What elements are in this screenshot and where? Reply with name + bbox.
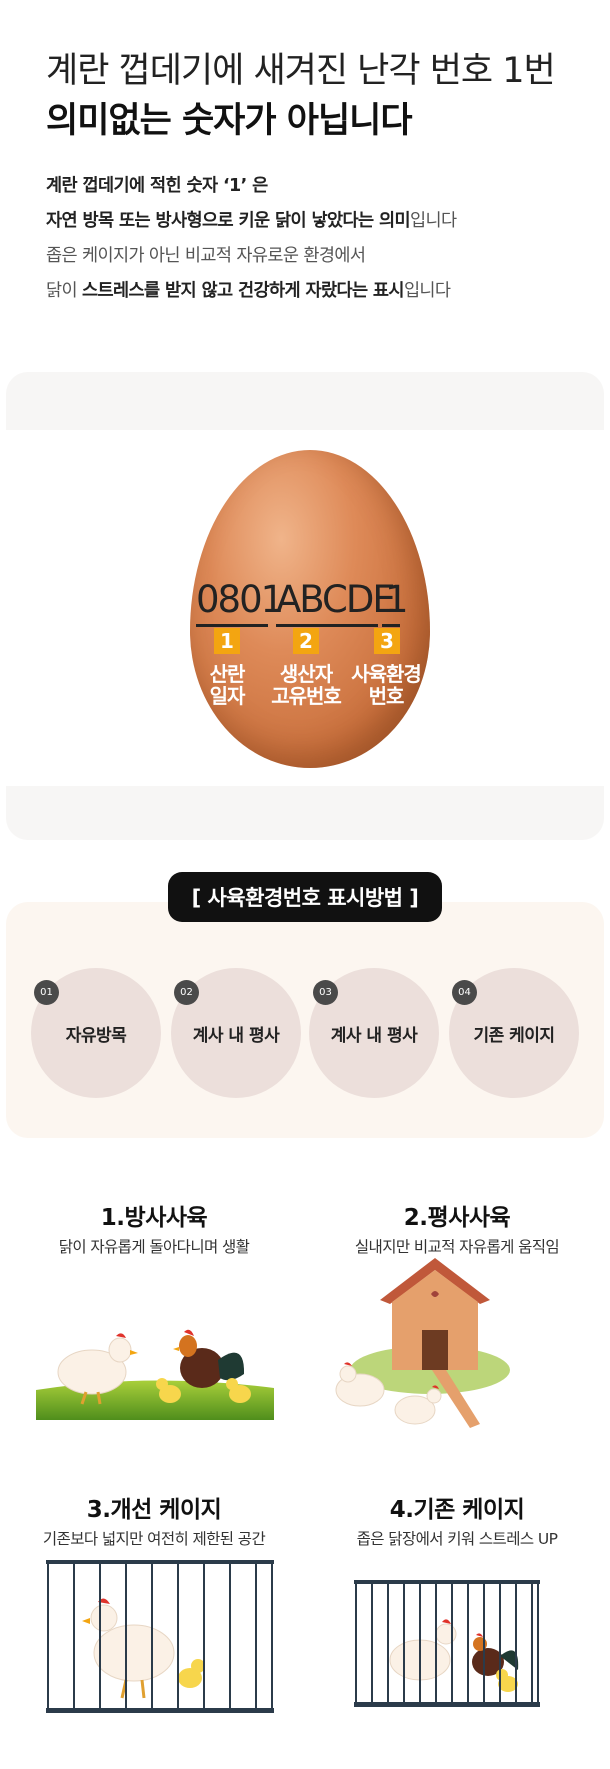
- desc-line3: 좁은 케이지가 아닌 비교적 자유로운 환경에서: [46, 246, 366, 266]
- type-4-title: 4.기존 케이지: [389, 1497, 525, 1523]
- method-num-1: 01: [34, 980, 59, 1005]
- date-code-underline: [196, 624, 268, 627]
- barn-illustration: [335, 1258, 510, 1428]
- type-4-desc: 좁은 닭장에서 키워 스트레스 UP: [356, 1530, 558, 1548]
- type-2-desc: 실내지만 비교적 자유롭게 움직임: [354, 1238, 560, 1256]
- egg-env-code: 1: [385, 578, 409, 621]
- free-range-illustration: [36, 1329, 274, 1420]
- desc-line4: 닭이 스트레스를 받지 않고 건강하게 자랐다는 표시입니다: [46, 281, 451, 301]
- desc-line2: 자연 방목 또는 방사형으로 키운 닭이 낳았다는 의미입니다: [46, 211, 457, 231]
- badge-2: 2: [293, 628, 319, 654]
- egg-date-code: 0801: [196, 578, 284, 621]
- type-3-desc: 기존보다 넓지만 여전히 제한된 공간: [42, 1530, 266, 1548]
- egg-illustration: [190, 450, 430, 768]
- badge-1: 1: [214, 628, 240, 654]
- badge-3: 3: [374, 628, 400, 654]
- method-title-pill: [ 사육환경번호 표시방법 ]: [168, 872, 442, 922]
- desc-line1: 계란 껍데기에 적힌 숫자 ‘1’ 은: [46, 176, 268, 196]
- type-1-title: 1.방사사육: [100, 1205, 208, 1231]
- improved-cage-illustration: [46, 1560, 274, 1713]
- headline-line1: 계란 껍데기에 새겨진 난각 번호 1번: [46, 51, 556, 91]
- method-num-4: 04: [452, 980, 477, 1005]
- producer-code-underline: [276, 624, 378, 627]
- env-code-underline: [382, 624, 400, 627]
- type-2-title: 2.평사사육: [403, 1205, 511, 1231]
- conventional-cage-illustration: [354, 1580, 540, 1707]
- headline-line2: 의미없는 숫자가 아닙니다: [46, 101, 413, 141]
- method-num-2: 02: [174, 980, 199, 1005]
- egg-producer-code: ABCDE: [276, 578, 396, 621]
- type-3-title: 3.개선 케이지: [86, 1497, 222, 1523]
- method-num-3: 03: [313, 980, 338, 1005]
- type-1-desc: 닭이 자유롭게 돌아다니며 생활: [58, 1238, 250, 1256]
